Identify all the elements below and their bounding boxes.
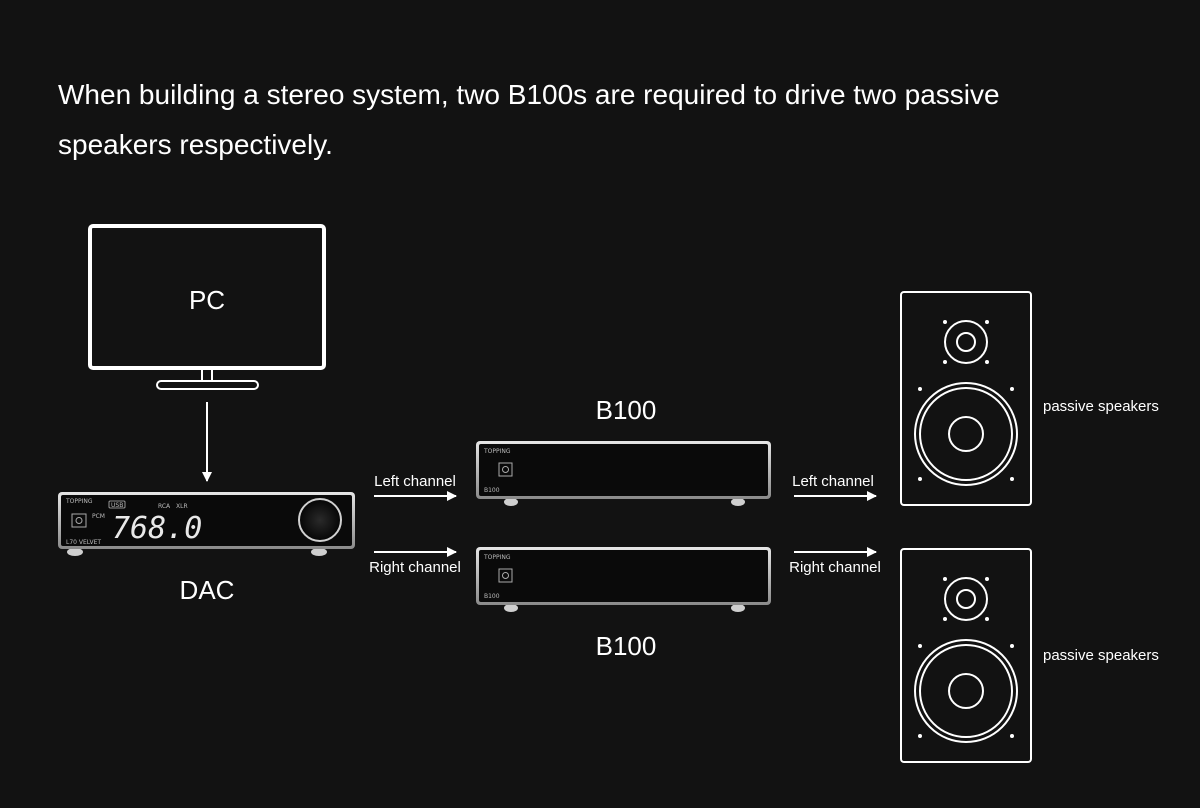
- dac-input-rca: RCA: [158, 503, 171, 510]
- amp-bottom-brand-text: TOPPING: [483, 554, 511, 561]
- dac-volume-knob-icon: [298, 498, 342, 542]
- headline-line-2: speakers respectively.: [58, 129, 333, 160]
- pc-label: PC: [189, 285, 225, 315]
- amp-left-channel-label: Left channel: [792, 473, 874, 490]
- amp-bottom-power-icon: [498, 568, 513, 583]
- headline: When building a stereo system, two B100s…: [58, 70, 1058, 170]
- amp-bottom-label: B100: [596, 631, 657, 661]
- speaker-top-icon: [900, 291, 1032, 506]
- headline-line-1: When building a stereo system, two B100s…: [58, 79, 1000, 110]
- pc-monitor-icon: [88, 224, 326, 390]
- amp-right-channel-label: Right channel: [789, 559, 881, 576]
- speaker-top-label: passive speakers: [1043, 398, 1159, 415]
- amp-top-power-icon: [498, 462, 513, 477]
- dac-model-text: L70 VELVET: [66, 539, 101, 546]
- amp-top-brand-text: TOPPING: [483, 448, 511, 455]
- dac-input-xlr: XLR: [176, 503, 188, 510]
- amp-bottom-model-text: B100: [484, 593, 500, 600]
- dac-format-text: PCM: [92, 513, 105, 520]
- amp-top-device: TOPPING B100: [476, 441, 771, 506]
- dac-brand-text: TOPPING: [65, 498, 93, 505]
- speaker-bottom-label: passive speakers: [1043, 647, 1159, 664]
- amp-bottom-device: TOPPING B100: [476, 547, 771, 612]
- dac-left-channel-label: Left channel: [374, 473, 456, 490]
- dac-display-readout: 768.0: [112, 511, 202, 546]
- amp-top-label: B100: [596, 395, 657, 425]
- dac-badge-text: USB: [111, 502, 123, 509]
- dac-power-icon: [71, 513, 87, 528]
- amp-top-model-text: B100: [484, 487, 500, 494]
- dac-label: DAC: [180, 575, 235, 605]
- dac-device: TOPPING PCM USB 768.0 RCA XLR L70 VELVET: [58, 492, 355, 556]
- speaker-bottom-icon: [900, 548, 1032, 763]
- dac-right-channel-label: Right channel: [369, 559, 461, 576]
